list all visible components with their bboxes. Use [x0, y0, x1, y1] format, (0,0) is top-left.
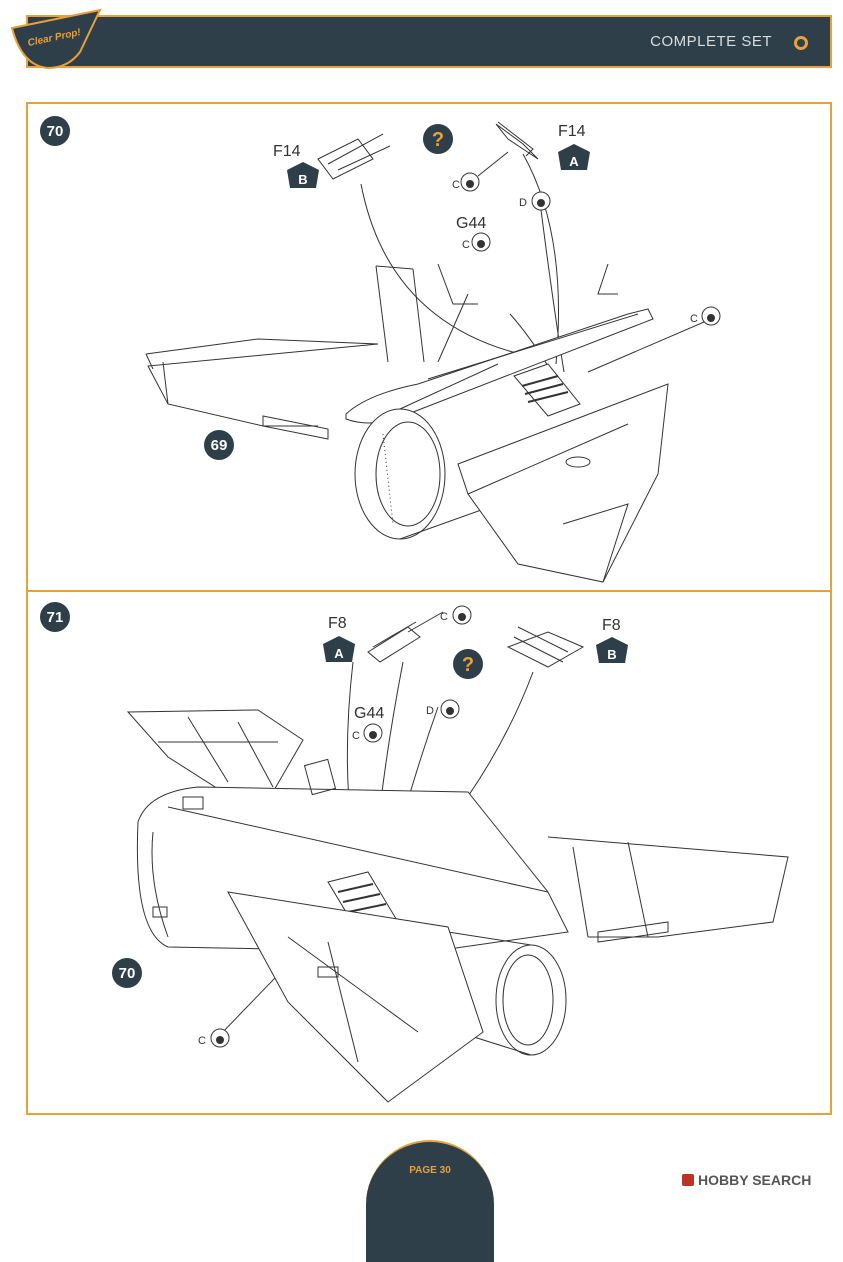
hobby-search-logo-icon [682, 1174, 694, 1186]
part-badge-b: B [596, 637, 628, 663]
part-badge-b: B [287, 162, 319, 188]
step-70-diagram: B A F14 F14 G44 ? C D C C [145, 121, 721, 583]
glue-icon-c1: C [452, 172, 480, 192]
part-f14-right-drawing [495, 121, 539, 160]
part-f8-left-drawing [367, 621, 421, 663]
part-label-center: G44 [354, 705, 384, 722]
svg-text:C: C [198, 1035, 206, 1047]
svg-text:C: C [440, 611, 448, 623]
glue-icon-c3: C [690, 306, 721, 326]
question-icon [453, 649, 483, 679]
part-label-center: G44 [456, 215, 486, 232]
step-number-badge: 70 [40, 116, 70, 146]
glue-icon-c2: C [352, 723, 383, 743]
page-number: PAGE 30 [409, 1165, 451, 1176]
svg-text:C: C [690, 313, 698, 325]
part-f14-left-drawing [317, 133, 391, 180]
svg-text:D: D [426, 705, 434, 717]
part-label-right: F14 [558, 123, 586, 140]
svg-text:D: D [519, 197, 527, 209]
glue-icon-d: D [519, 191, 551, 211]
footer-tab [366, 1140, 494, 1262]
step-number-badge: 71 [40, 602, 70, 632]
reference-step-badge: 70 [112, 958, 142, 988]
svg-text:?: ? [432, 129, 444, 151]
page-header: COMPLETE SET [26, 15, 832, 68]
header-ornament-icon [794, 36, 808, 50]
header-title: COMPLETE SET [650, 33, 772, 50]
part-label-left: F14 [273, 143, 301, 160]
step-71-diagram: A B F8 F8 G44 ? C D C C [126, 605, 789, 1103]
part-badge-a: A [323, 636, 355, 662]
glue-icon-d: D [426, 699, 460, 719]
svg-text:C: C [352, 730, 360, 742]
glue-icon-c1: C [440, 605, 472, 625]
badge-a-letter: A [569, 154, 579, 169]
step-71-panel: 71 70 [26, 592, 832, 1115]
badge-b-letter: B [607, 647, 616, 662]
clear-prop-logo: Clear Prop! [10, 8, 102, 70]
badge-b-letter: B [298, 172, 307, 187]
question-icon [423, 124, 453, 154]
badge-a-letter: A [334, 646, 344, 661]
part-badge-a: A [558, 144, 590, 170]
svg-text:C: C [452, 179, 460, 191]
watermark: HOBBY SEARCH [682, 1172, 811, 1188]
svg-text:?: ? [462, 654, 474, 676]
part-label-right: F8 [602, 617, 621, 634]
part-label-left: F8 [328, 615, 347, 632]
glue-icon-c2: C [462, 232, 491, 252]
watermark-text: HOBBY SEARCH [698, 1172, 812, 1188]
step-70-panel: 70 69 [26, 102, 832, 592]
svg-text:C: C [462, 239, 470, 251]
part-f8-right-drawing [506, 626, 585, 668]
glue-icon-c3: C [198, 1028, 230, 1048]
reference-step-badge: 69 [204, 430, 234, 460]
